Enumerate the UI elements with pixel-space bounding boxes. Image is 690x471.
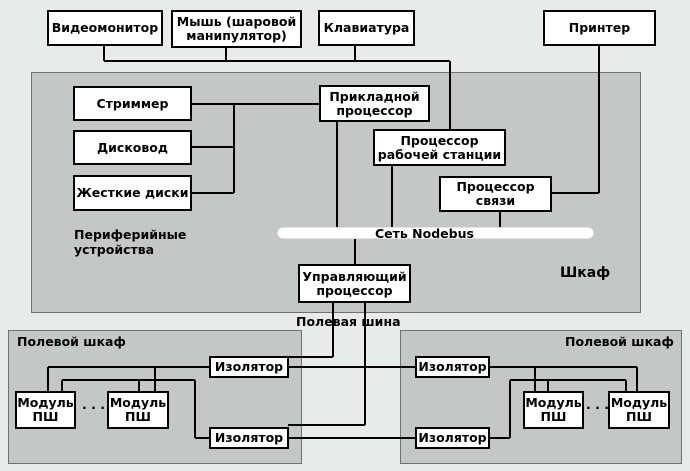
ellipsis-left: · · · <box>82 400 105 415</box>
ellipsis-right: · · · <box>586 400 609 415</box>
peripheral-devices-label: Периферийные устройства <box>74 227 187 257</box>
module-left-2: Модуль ПШ <box>107 391 169 429</box>
hard-disks-box: Жесткие диски <box>73 175 192 211</box>
mouse-box: Мышь (шаровой манипулятор) <box>171 10 302 48</box>
field-bus-label: Полевая шина <box>296 314 401 329</box>
field-cabinet-right-label: Полевой шкаф <box>565 334 674 349</box>
workstation-processor-box: Процессор рабочей станции <box>373 129 506 166</box>
nodebus-label: Сеть Nodebus <box>375 226 474 241</box>
disk-drive-box: Дисковод <box>73 130 192 165</box>
module-right-2: Модуль ПШ <box>608 391 670 429</box>
video-monitor-box: Видеомонитор <box>47 10 163 46</box>
isolator-left-bottom: Изолятор <box>209 427 289 449</box>
field-cabinet-left-label: Полевой шкаф <box>17 334 126 349</box>
keyboard-box: Клавиатура <box>318 10 415 46</box>
streamer-box: Стриммер <box>73 86 192 121</box>
app-processor-box: Прикладной процессор <box>319 85 430 122</box>
comm-processor-box: Процессор связи <box>439 176 552 212</box>
printer-box: Принтер <box>543 10 656 46</box>
cabinet-label: Шкаф <box>560 265 611 281</box>
isolator-left-top: Изолятор <box>209 356 289 378</box>
module-left-1: Модуль ПШ <box>15 391 76 429</box>
isolator-right-top: Изолятор <box>415 356 490 378</box>
module-right-1: Модуль ПШ <box>523 391 584 429</box>
control-processor-box: Управляющий процессор <box>298 264 411 303</box>
isolator-right-bottom: Изолятор <box>415 427 490 449</box>
